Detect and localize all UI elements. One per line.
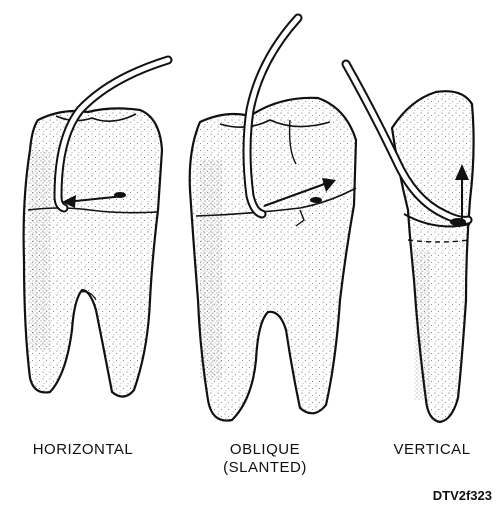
figure-code: DTV2f323 <box>392 488 492 503</box>
label-oblique: OBLIQUE <box>205 441 325 458</box>
tooth-horizontal <box>24 108 162 396</box>
label-vertical: VERTICAL <box>382 441 482 458</box>
tooth-vertical <box>392 91 474 422</box>
label-slanted: (SLANTED) <box>205 459 325 476</box>
tooth-oblique <box>190 98 356 421</box>
label-horizontal: HORIZONTAL <box>18 441 148 458</box>
